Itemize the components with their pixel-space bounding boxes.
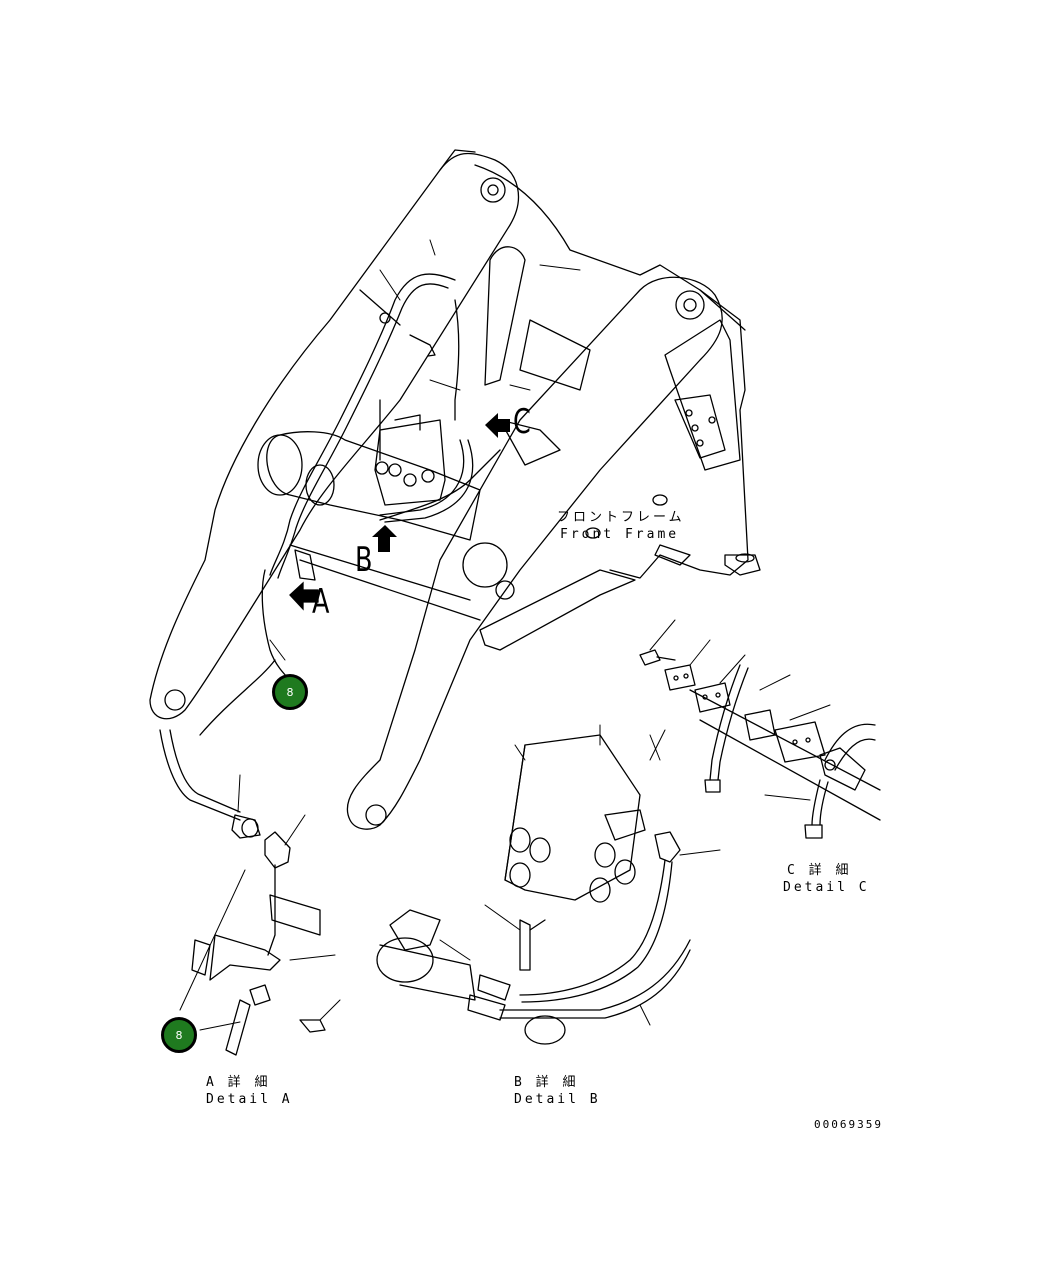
- part-callout-8-main[interactable]: 8: [272, 674, 308, 710]
- detail-c-label-en: Detail C: [783, 880, 870, 895]
- detail-a-label-jp: A 詳 細: [206, 1075, 271, 1090]
- view-arrow-c: [485, 413, 510, 438]
- drawing-number: 00069359: [814, 1118, 883, 1131]
- view-letter-b: B: [355, 540, 373, 580]
- detail-b-label-jp: B 詳 細: [514, 1075, 579, 1090]
- part-callout-8-detail-a[interactable]: 8: [161, 1017, 197, 1053]
- view-letter-a: A: [312, 582, 330, 622]
- view-arrow-b: [372, 525, 397, 552]
- detail-b-drawing: [376, 724, 721, 1045]
- detail-a-label-en: Detail A: [206, 1092, 293, 1107]
- detail-a-drawing: [159, 639, 341, 1056]
- detail-c-label-jp: C 詳 細: [787, 863, 852, 878]
- detail-c-drawing: [639, 619, 881, 839]
- view-arrow-a: [289, 581, 319, 611]
- detail-b-label-en: Detail B: [514, 1092, 601, 1107]
- front-frame: [149, 149, 761, 830]
- front-frame-label-jp: フロントフレーム: [557, 510, 685, 525]
- view-letter-c: C: [513, 402, 531, 442]
- front-frame-label-en: Front Frame: [560, 527, 680, 542]
